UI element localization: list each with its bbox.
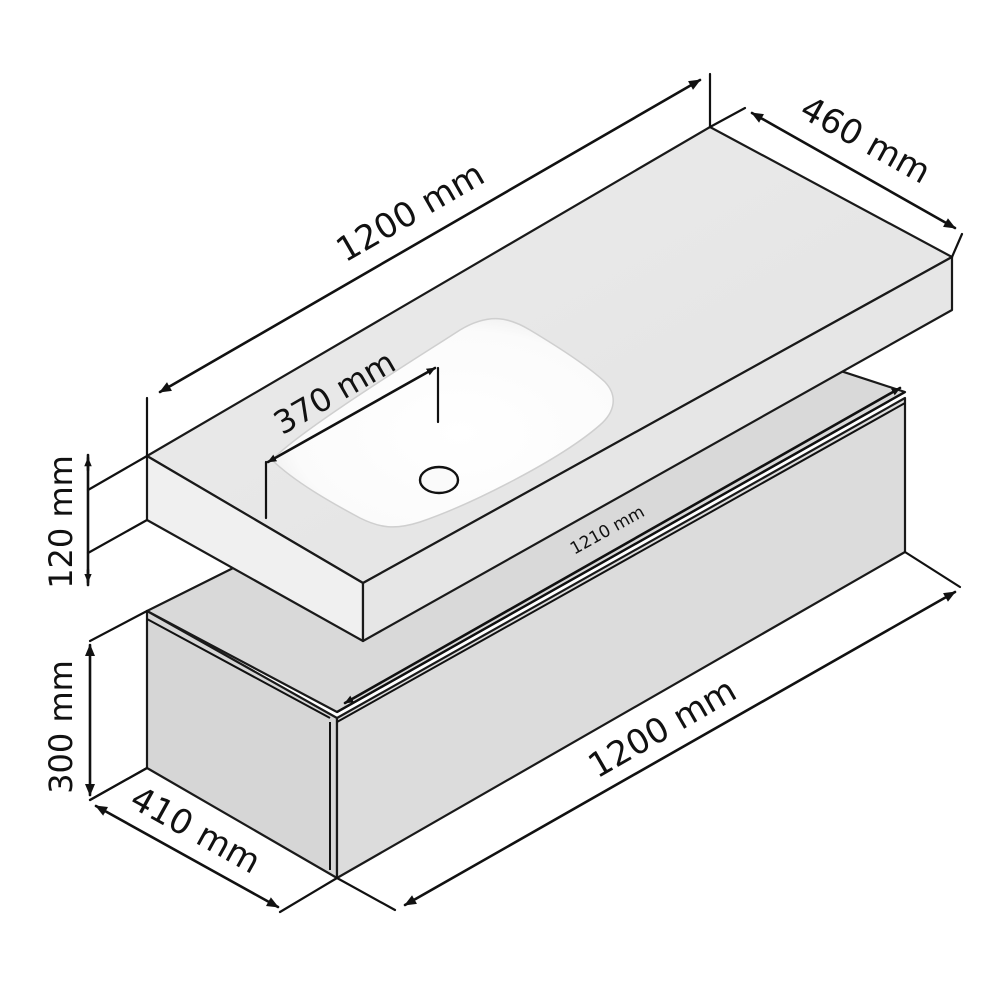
- dim-line-top-length: [158, 78, 702, 394]
- dim-line-top-depth: [750, 111, 957, 230]
- drain-icon: [418, 465, 460, 495]
- label-top-thickness: 120 mm: [42, 455, 80, 589]
- cabinet-side-top-edge: [146, 618, 331, 719]
- dim-line-cabinet-length: [403, 590, 957, 907]
- label-top-length: 1200 mm: [330, 154, 492, 270]
- label-cabinet-height: 300 mm: [42, 660, 80, 794]
- dimension-lines: [84, 72, 964, 914]
- dim-line-cabinet-depth: [94, 804, 280, 909]
